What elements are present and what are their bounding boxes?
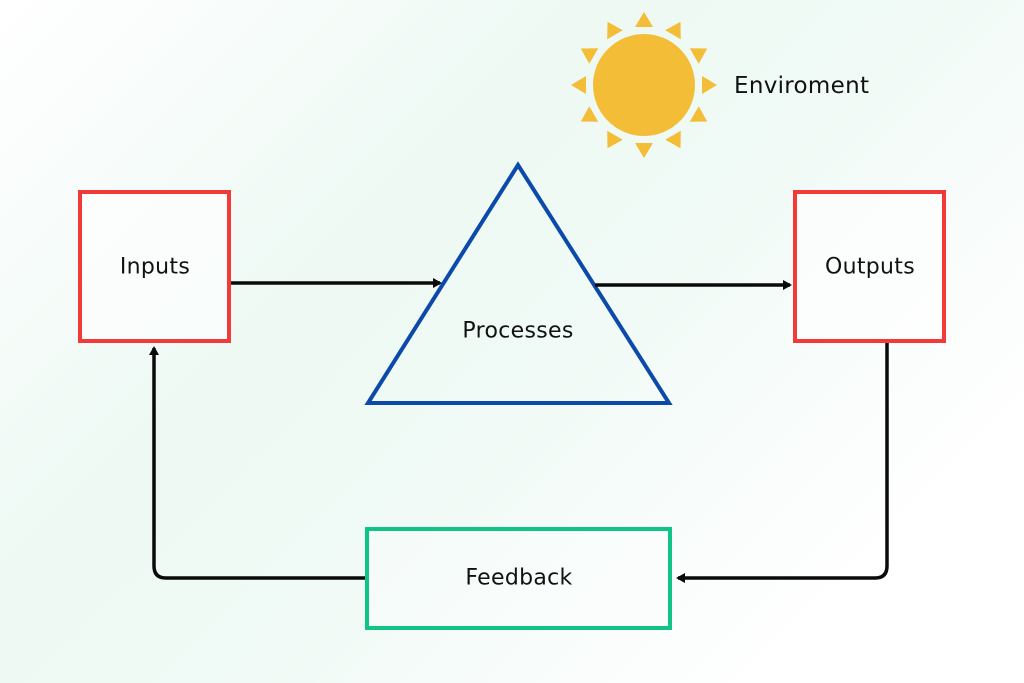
sun-ray: [580, 106, 599, 122]
sun-icon: [571, 12, 717, 158]
processes-triangle: [364, 161, 673, 405]
sun-ray: [665, 130, 681, 149]
sun-ray: [689, 106, 708, 122]
sun-ray: [607, 21, 623, 40]
outputs-label: Outputs: [825, 254, 915, 280]
sun-ray: [571, 76, 586, 94]
feedback-box: [365, 527, 672, 630]
inputs-box: [78, 190, 231, 343]
sun-ray: [635, 12, 653, 27]
sun-disc: [593, 34, 695, 136]
sun-ray: [702, 76, 717, 94]
environment-label: Enviroment: [734, 73, 870, 99]
sun-ray: [689, 48, 708, 64]
edge-feedback-to-inputs: [149, 346, 365, 580]
outputs-box: [793, 190, 946, 343]
sun-ray: [607, 130, 623, 149]
processes-label: Processes: [462, 318, 574, 344]
sun-ray: [580, 48, 599, 64]
inputs-label: Inputs: [119, 254, 191, 280]
sun-ray: [635, 143, 653, 158]
edge-outputs-to-feedback: [676, 343, 889, 583]
sun-ray: [665, 21, 681, 40]
feedback-label: Feedback: [465, 565, 573, 591]
